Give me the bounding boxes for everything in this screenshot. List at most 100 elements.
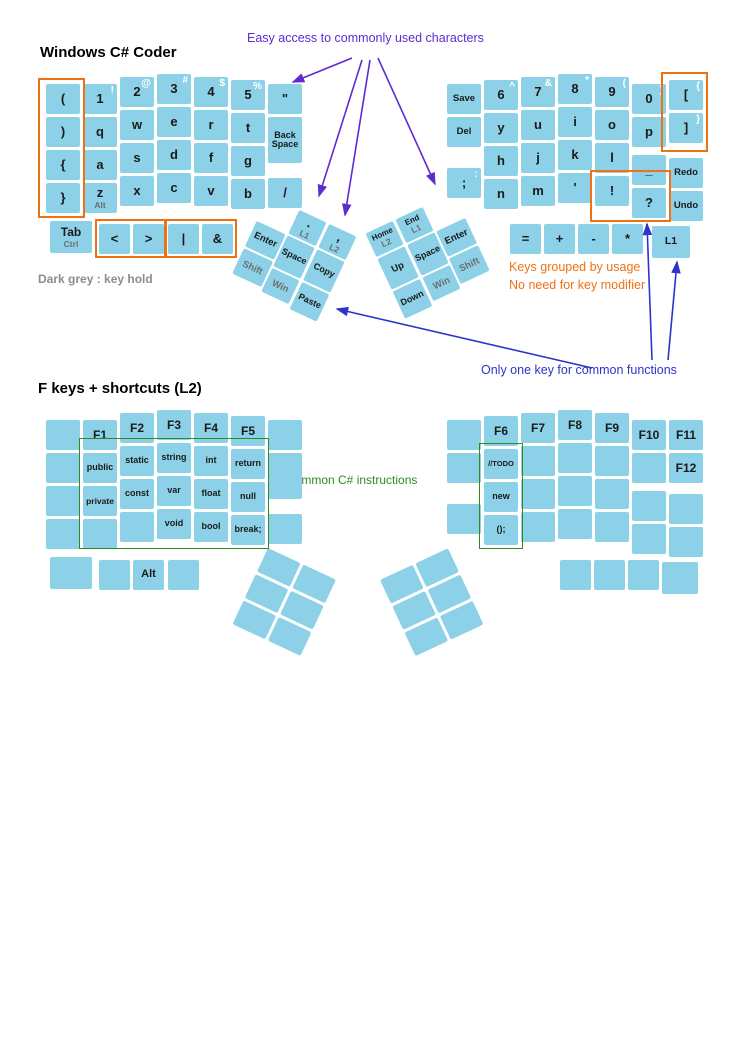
annotation-arrow-blue [335, 306, 593, 369]
key-o: o [595, 110, 629, 140]
key-label: break; [234, 524, 262, 535]
key-blank [83, 519, 117, 549]
key-blank [99, 560, 130, 590]
key-parens-semicolon: (); [484, 515, 518, 545]
key-label: Tab [60, 224, 82, 239]
key-label: F5 [240, 423, 255, 438]
key-shift-label: : [474, 169, 478, 180]
key-a: a [83, 150, 117, 180]
key-label: 8 [571, 81, 579, 97]
key-public: public [83, 453, 117, 483]
key-redo: Redo [669, 158, 703, 188]
key-label: } [60, 190, 66, 206]
key-i: i [558, 107, 592, 137]
key-1: !1 [83, 84, 117, 114]
key-hold-label: Shift [457, 255, 482, 275]
key-label: F9 [604, 420, 619, 435]
key-private: private [83, 486, 117, 516]
key-label: void [164, 518, 184, 529]
key-label: F11 [675, 427, 696, 442]
key-label: null [240, 491, 256, 502]
key-label: ) [60, 124, 66, 140]
key-close-paren: ) [46, 117, 80, 147]
key-f11: F11 [669, 420, 703, 450]
key-q: q [83, 117, 117, 147]
key-label: _ [645, 162, 653, 178]
annotation-grouped-usage: Keys grouped by usage [509, 260, 641, 274]
key-label: F6 [493, 423, 508, 438]
key-label: l [610, 150, 614, 166]
key-label: { [60, 157, 66, 173]
key-label: & [212, 231, 223, 247]
key-blank [595, 479, 629, 509]
key-label: + [555, 231, 564, 247]
key-greater-than: > [133, 224, 164, 254]
key-var: var [157, 476, 191, 506]
key-label: new [492, 491, 510, 502]
key-plus: + [544, 224, 575, 254]
key-d: d [157, 140, 191, 170]
key-blank [669, 527, 703, 557]
key-label: F7 [530, 420, 545, 435]
annotation-arrow-purple [342, 59, 371, 217]
key-blank [595, 512, 629, 542]
key-ampersand: & [202, 224, 233, 254]
key-label: Undo [673, 200, 699, 212]
key-label: 2 [133, 84, 141, 100]
key-y: y [484, 113, 518, 143]
key-p: p [632, 117, 666, 147]
key-label: z [96, 185, 104, 201]
key-2: @2 [120, 77, 154, 107]
key-layer1: L1 [652, 226, 690, 258]
key-label: k [571, 147, 579, 163]
key-label: ' [573, 180, 577, 196]
key-label: F1 [92, 427, 107, 442]
key-label: = [521, 231, 530, 247]
key-f6: F6 [484, 416, 518, 446]
key-label: t [245, 120, 251, 136]
key-label: [ [683, 87, 689, 103]
key-shift-label: & [544, 78, 552, 89]
key-label: u [534, 117, 542, 133]
key-label: n [497, 186, 505, 202]
key-label: Save [452, 93, 476, 105]
key-label: 7 [534, 84, 542, 100]
key-open-brace: { [46, 150, 80, 180]
key-label: a [96, 157, 104, 173]
key-static: static [120, 446, 154, 476]
key-g: g [231, 146, 265, 176]
key-5: %5 [231, 80, 265, 110]
key-exclamation: ! [595, 176, 629, 206]
key-f5: F5 [231, 416, 265, 446]
key-label: Copy [311, 261, 337, 280]
key-label: ] [683, 120, 689, 136]
key-hold-label: L1 [297, 227, 312, 242]
key-f: f [194, 143, 228, 173]
key-break: break; [231, 515, 265, 545]
key-v: v [194, 176, 228, 206]
key-label: Del [456, 126, 472, 138]
key-label: string [161, 452, 187, 463]
key-apostrophe: ' [558, 173, 592, 203]
key-label: x [133, 183, 141, 199]
key-const: const [120, 479, 154, 509]
key-underscore: _ [632, 155, 666, 185]
key-label: v [207, 183, 215, 199]
key-shift-label: ! [110, 85, 114, 96]
key-label: y [497, 120, 505, 136]
key-label: g [244, 153, 252, 169]
key-open-paren: ( [46, 84, 80, 114]
key-label: Alt [141, 568, 156, 581]
key-blank [268, 514, 302, 544]
key-0: )0 [632, 84, 666, 114]
key-label: > [144, 231, 153, 247]
key-shift-label: % [253, 81, 262, 92]
key-label: / [283, 185, 287, 201]
key-blank [521, 512, 555, 542]
annotation-arrow-purple [317, 59, 363, 198]
key-c: c [157, 173, 191, 203]
key-label: 6 [497, 87, 505, 103]
